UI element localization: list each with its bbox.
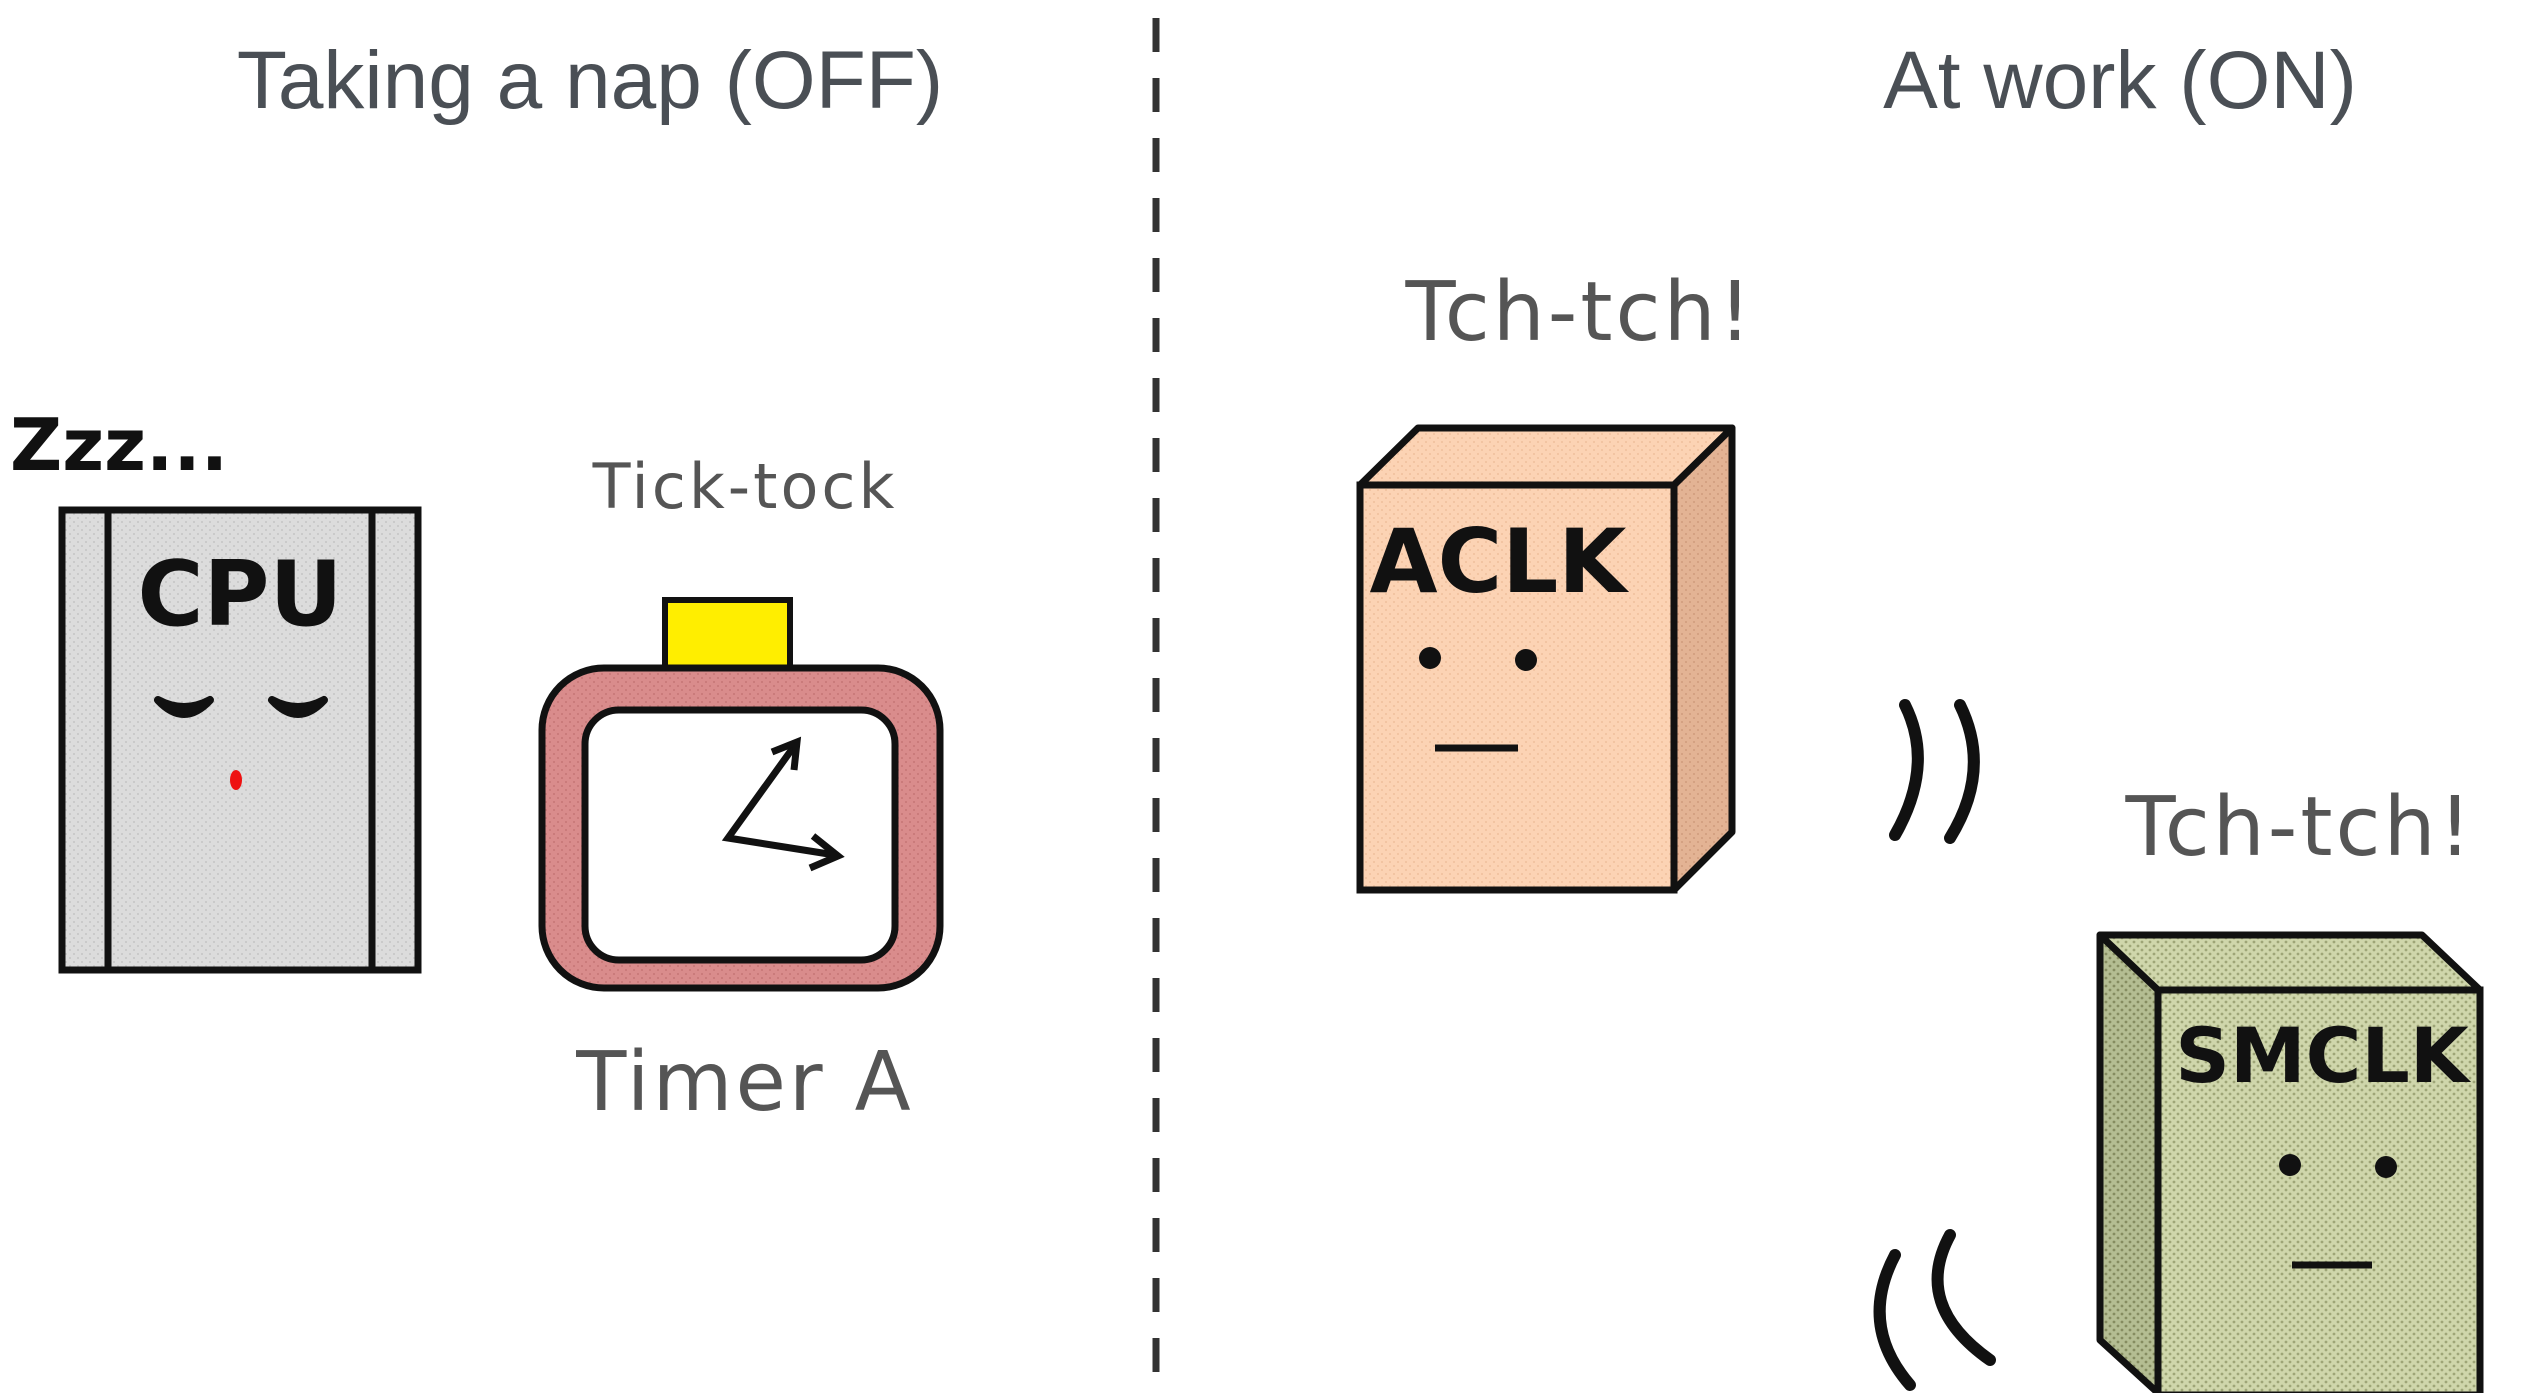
aclk-sound-text: Tch-tch! bbox=[1405, 265, 1755, 360]
aclk-front-face bbox=[1356, 481, 1678, 894]
timer-top-button bbox=[662, 597, 793, 673]
smclk-side-face bbox=[2096, 931, 2162, 1393]
aclk-left-eye bbox=[1419, 647, 1441, 669]
timer-sound-text: Tick-tock bbox=[592, 450, 898, 523]
aclk-side-face bbox=[1670, 424, 1736, 894]
cpu-left-closed-eye bbox=[154, 696, 214, 718]
cpu-label: CPU bbox=[137, 542, 342, 647]
cpu-right-closed-eye bbox=[268, 696, 328, 718]
vibration-marks-upper-icon bbox=[1889, 699, 1980, 844]
aclk-label: ACLK bbox=[1370, 510, 1630, 613]
smclk-sound-text: Tch-tch! bbox=[2125, 780, 2475, 875]
timer-clock-hands-icon bbox=[721, 736, 845, 872]
smclk-right-eye bbox=[2375, 1156, 2397, 1178]
timer-face bbox=[581, 706, 899, 964]
smclk-front-face bbox=[2154, 986, 2484, 1393]
right-section-title: At work (ON) bbox=[1883, 35, 2357, 126]
smclk-top-face bbox=[2096, 931, 2484, 994]
smclk-character: Tch-tch! SMCLK bbox=[2096, 780, 2484, 1393]
cpu-mouth bbox=[230, 770, 242, 790]
cpu-character: Zzz... CPU bbox=[10, 403, 422, 974]
vibration-marks-lower-icon bbox=[1873, 1229, 1996, 1391]
aclk-top-face bbox=[1356, 424, 1736, 489]
timer-label: Timer A bbox=[575, 1035, 914, 1130]
cpu-body bbox=[58, 506, 422, 974]
left-section-title: Taking a nap (OFF) bbox=[237, 35, 943, 126]
aclk-character: Tch-tch! ACLK bbox=[1356, 265, 1755, 894]
smclk-label: SMCLK bbox=[2175, 1011, 2472, 1100]
aclk-right-eye bbox=[1515, 649, 1537, 671]
cpu-sleep-text: Zzz... bbox=[10, 403, 228, 487]
smclk-left-eye bbox=[2279, 1154, 2301, 1176]
timer-a-character: Tick-tock Timer A bbox=[538, 450, 944, 1130]
